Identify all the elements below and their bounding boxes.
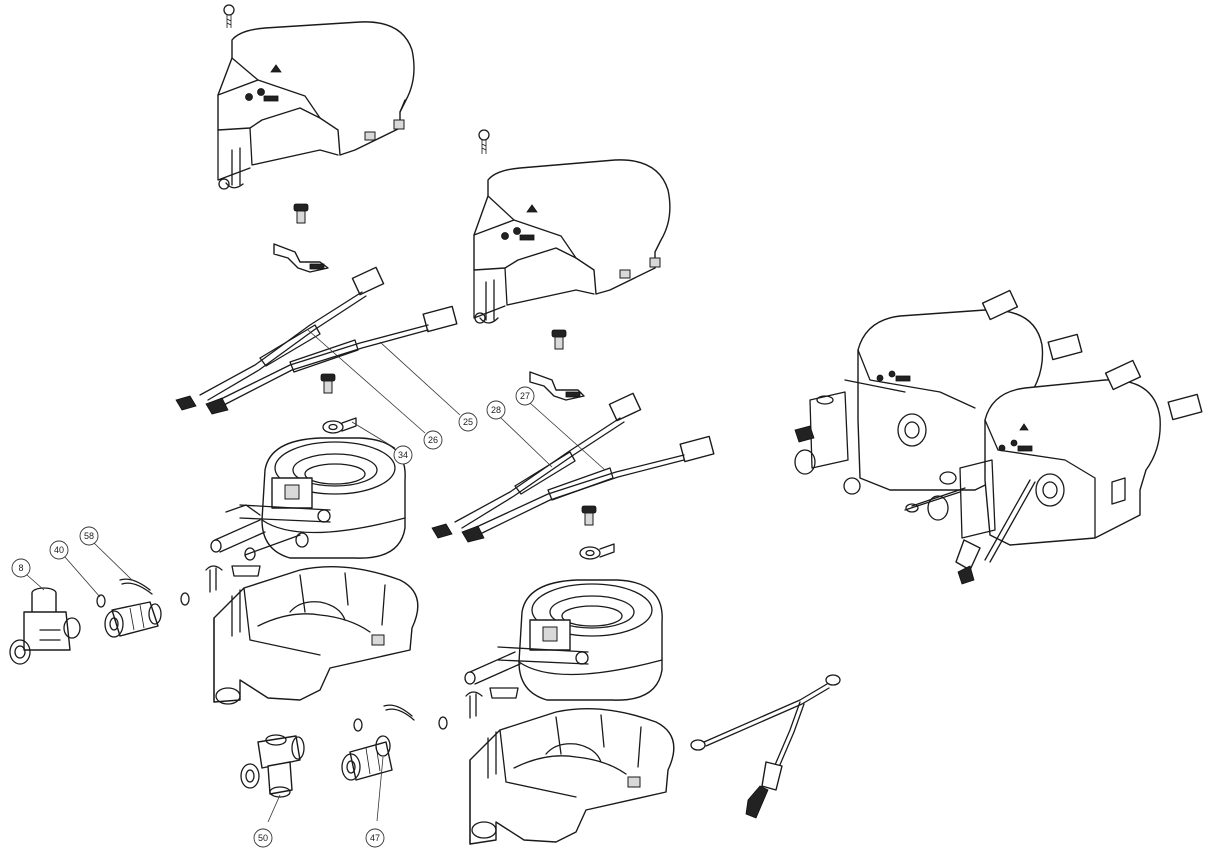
terminal-bracket-center <box>529 371 585 401</box>
spring-clip-bottom-2 <box>465 691 483 719</box>
callout-34-label: 34 <box>398 450 408 460</box>
top-cover-center <box>473 159 671 324</box>
callout-26: 26 <box>423 430 443 450</box>
callout-50: 50 <box>253 828 273 848</box>
elbow-connector-58 <box>104 601 162 638</box>
callout-34: 34 <box>393 445 413 465</box>
callout-28: 28 <box>486 400 506 420</box>
callout-27-label: 27 <box>520 391 530 401</box>
wire-harness-left <box>175 266 458 415</box>
base-tray-center <box>469 707 675 845</box>
callout-50-label: 50 <box>258 833 268 843</box>
screw-center-upper <box>551 329 567 350</box>
callout-47: 47 <box>365 828 385 848</box>
callout-47-label: 47 <box>370 833 380 843</box>
terminal-bracket-left <box>273 243 329 273</box>
ground-cable <box>690 674 841 819</box>
o-ring-left-2 <box>180 592 190 606</box>
screw-center-lower <box>581 505 597 526</box>
ring-terminal-center <box>579 543 615 560</box>
callout-25: 25 <box>458 412 478 432</box>
heater-assembly-center <box>464 579 663 701</box>
callout-8-label: 8 <box>18 563 23 573</box>
ring-terminal-left <box>322 417 357 434</box>
callout-26-label: 26 <box>428 435 438 445</box>
o-ring-bottom-1 <box>353 718 363 732</box>
callout-8: 8 <box>11 558 31 578</box>
screw-top-center <box>478 129 490 154</box>
callout-27: 27 <box>515 386 535 406</box>
callout-40-label: 40 <box>54 545 64 555</box>
valve-tee-50 <box>240 734 305 798</box>
callout-40: 40 <box>49 540 69 560</box>
elbow-connector-47 <box>341 735 393 781</box>
screw-top-left <box>223 4 235 28</box>
screw-left-upper <box>293 203 309 224</box>
top-cover-left <box>217 21 415 190</box>
o-ring-bottom-2 <box>438 716 448 730</box>
screw-left-lower <box>320 373 336 394</box>
callout-25-label: 25 <box>463 417 473 427</box>
o-ring-40 <box>96 594 106 608</box>
callout-28-label: 28 <box>491 405 501 415</box>
spring-clip-left-2 <box>205 565 223 593</box>
heater-assembly-left <box>210 437 406 577</box>
callout-58-label: 58 <box>84 531 94 541</box>
wire-harness-center <box>431 392 715 543</box>
spring-clip-left-1 <box>119 578 153 595</box>
valve-assembly-8 <box>9 587 81 665</box>
spring-clip-bottom-1 <box>383 704 415 721</box>
assembled-unit-front <box>904 359 1203 585</box>
base-tray-left <box>213 565 419 705</box>
leader-lines <box>26 329 606 823</box>
callout-58: 58 <box>79 526 99 546</box>
